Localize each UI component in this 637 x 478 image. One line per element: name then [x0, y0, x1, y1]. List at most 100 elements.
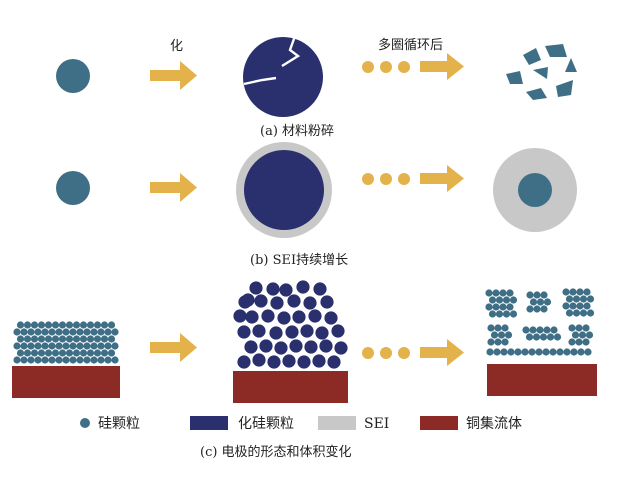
silicon-particle	[51, 335, 60, 343]
silicon-particle	[535, 348, 543, 356]
row-c-lithiation-arrow	[150, 333, 197, 362]
silicon-particle	[76, 356, 84, 364]
lithiated-silicon-particle	[320, 295, 334, 309]
silicon-particle	[86, 349, 95, 357]
silicon-particle	[586, 309, 595, 317]
silicon-particle	[565, 309, 574, 317]
silicon-particle	[30, 335, 39, 343]
silicon-particle	[528, 348, 536, 356]
row-b-caption: (b) SEI持续增长	[250, 253, 348, 268]
silicon-particle	[495, 296, 504, 304]
silicon-particle	[107, 335, 116, 343]
row-a-cracked-particle	[243, 35, 323, 117]
lithiated-silicon-particle	[244, 340, 258, 354]
row-a-lithiation-arrow	[150, 61, 197, 90]
lithiated-silicon-particle	[296, 280, 310, 294]
silicon-particle	[569, 288, 577, 296]
silicon-particle	[100, 335, 109, 343]
silicon-particle	[502, 296, 511, 304]
silicon-particle	[494, 338, 502, 346]
silicon-particle	[76, 328, 84, 336]
silicon-particle	[20, 328, 28, 336]
silicon-particle	[65, 349, 74, 357]
silicon-particle	[62, 342, 70, 350]
silicon-particle	[107, 321, 116, 329]
lithiated-silicon-particle	[249, 281, 263, 295]
silicon-particle	[111, 342, 119, 350]
row-c-cycles-arrow	[420, 339, 464, 366]
silicon-particle	[509, 296, 518, 304]
lithiated-silicon-particle	[269, 326, 283, 340]
silicon-particle	[97, 342, 105, 350]
lithiated-silicon-particle	[261, 309, 275, 323]
legend-swatch-lithiated-silicon	[190, 416, 228, 430]
silicon-particle	[572, 295, 581, 303]
lithiated-silicon-particle	[303, 296, 317, 310]
lithiated-silicon-particle	[241, 293, 255, 307]
row-a-pulverized-fragments	[506, 44, 577, 100]
silicon-particle	[536, 298, 545, 306]
row-a-silicon-particle	[56, 59, 90, 93]
silicon-particle	[506, 303, 514, 311]
silicon-particle	[563, 348, 571, 356]
silicon-particle	[93, 335, 102, 343]
silicon-particle	[579, 309, 588, 317]
silicon-particle	[69, 356, 77, 364]
lithiated-silicon-particle	[324, 311, 338, 325]
row-a-caption: (a) 材料粉碎	[260, 124, 334, 139]
lithiated-silicon-particle	[300, 324, 314, 338]
legend-swatch-sei	[318, 416, 356, 430]
silicon-particle	[55, 356, 63, 364]
silicon-particle	[576, 302, 584, 310]
silicon-particle	[58, 349, 67, 357]
silicon-particle	[72, 335, 81, 343]
lithiated-silicon-particle	[252, 353, 266, 367]
lithiated-silicon-particle	[270, 296, 284, 310]
silicon-particle	[48, 328, 56, 336]
silicon-particle	[487, 324, 495, 332]
silicon-particle	[485, 289, 493, 297]
silicon-particle	[556, 348, 564, 356]
silicon-particle	[539, 333, 548, 341]
lithiated-silicon-particle	[327, 355, 341, 369]
row-b: (b) SEI持续增长	[56, 142, 577, 268]
silicon-particle	[65, 335, 74, 343]
silicon-particle	[41, 342, 49, 350]
silicon-particle	[572, 309, 581, 317]
row-b-particle-with-thin-sei	[236, 142, 332, 238]
silicon-particle	[41, 356, 49, 364]
silicon-particle	[578, 331, 587, 339]
silicon-particle	[104, 356, 112, 364]
lithiated-silicon-particle	[282, 354, 296, 368]
silicon-particle	[492, 303, 500, 311]
silicon-particle	[490, 331, 499, 339]
silicon-particle	[575, 324, 583, 332]
silicon-particle	[44, 321, 53, 329]
silicon-particle	[44, 335, 53, 343]
silicon-particle	[58, 321, 67, 329]
silicon-particle	[23, 335, 32, 343]
row-b-cycles-dots	[362, 173, 410, 185]
silicon-particle	[107, 349, 116, 357]
silicon-particle	[79, 349, 88, 357]
row-a: 化 多圈循环后 (a) 材料粉碎	[56, 35, 577, 139]
silicon-particle	[506, 289, 514, 297]
lithiated-silicon-particle	[313, 282, 327, 296]
silicon-particle	[27, 328, 35, 336]
silicon-particle	[507, 348, 515, 356]
silicon-particle	[540, 291, 548, 299]
silicon-particle	[79, 335, 88, 343]
row-b-lithiation-arrow	[150, 173, 197, 202]
silicon-particle	[93, 349, 102, 357]
legend: 硅颗粒 化硅颗粒 SEI 铜集流体	[80, 415, 522, 432]
silicon-particle	[72, 349, 81, 357]
silicon-particle	[62, 356, 70, 364]
lithiated-silicon-particle	[277, 311, 291, 325]
legend-item-lithiated-silicon: 化硅颗粒	[190, 416, 294, 432]
silicon-particle	[20, 356, 28, 364]
silicon-particle	[568, 338, 576, 346]
lithiated-silicon-particle	[259, 339, 273, 353]
silicon-particle	[100, 321, 109, 329]
silicon-particle	[76, 342, 84, 350]
silicon-particle	[13, 342, 21, 350]
